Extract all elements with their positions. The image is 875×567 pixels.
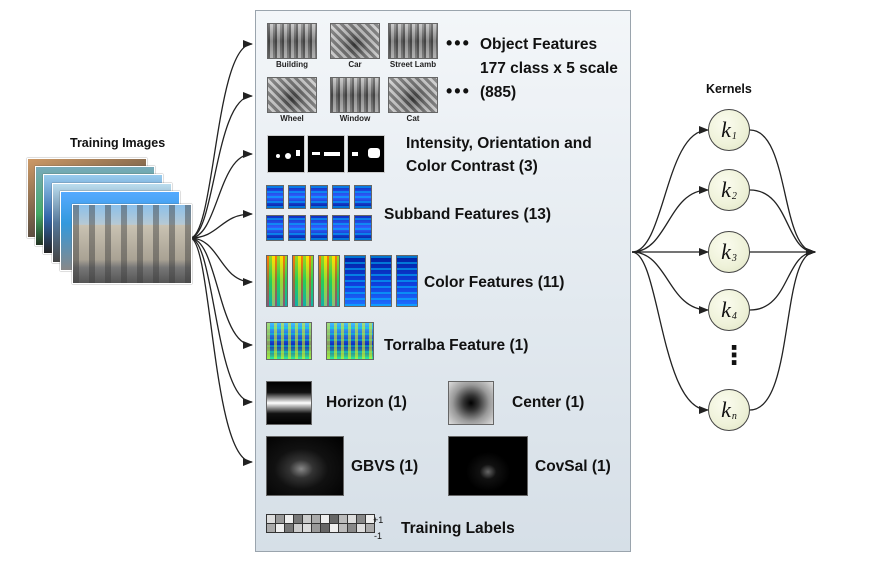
center-label: Center (1) — [512, 394, 585, 411]
subband-map — [266, 185, 284, 209]
kernel-symbol: k — [721, 397, 731, 422]
caption-window: Window — [339, 114, 371, 123]
subband-map — [266, 215, 284, 241]
subband-map — [354, 215, 372, 241]
arrow-torralba — [189, 237, 253, 349]
subband-map — [288, 215, 306, 241]
subband-map — [288, 185, 306, 209]
subband-label: Subband Features (13) — [384, 206, 552, 223]
color-feature-map — [266, 255, 288, 307]
color-feature-map — [396, 255, 418, 307]
feature-panel: Building Car Street Lamb ••• Wheel Windo… — [255, 10, 631, 552]
arrow-object-features-1 — [189, 40, 253, 239]
kernel-index: 4 — [731, 310, 737, 322]
training-image-building — [72, 204, 192, 284]
arrow-from-kn — [749, 248, 816, 411]
covsal-label: CovSal (1) — [535, 458, 611, 475]
color-feature-map — [318, 255, 340, 307]
covsal-map — [448, 436, 528, 496]
object-features-label-1: Object Features — [480, 36, 598, 53]
torralba-map-2 — [326, 322, 374, 360]
caption-wheel: Wheel — [280, 114, 304, 123]
kernel-index: 2 — [731, 190, 737, 202]
label-minus-one: -1 — [374, 531, 383, 541]
arrow-to-k2 — [631, 186, 709, 253]
intensity-map-1 — [267, 135, 305, 173]
arrow-horizon — [189, 237, 253, 406]
label-plus-one: +1 — [373, 515, 384, 525]
kernel-index: 3 — [731, 252, 737, 264]
intensity-label-2: Color Contrast (3) — [406, 158, 538, 175]
kernel-symbol: k — [721, 117, 731, 142]
subband-map — [354, 185, 372, 209]
training-labels-label: Training Labels — [401, 520, 515, 537]
training-images-title: Training Images — [70, 136, 166, 150]
kernel-index: 1 — [731, 130, 737, 142]
arrow-subband — [189, 210, 253, 239]
kernels-vertical-ellipsis: ⋮ — [721, 340, 747, 370]
arrow-to-kn — [631, 251, 709, 414]
subband-map — [332, 185, 350, 209]
arrow-to-k4 — [631, 251, 709, 314]
thumbnail-window — [330, 77, 380, 113]
caption-car: Car — [348, 60, 362, 69]
intensity-label-1: Intensity, Orientation and — [406, 135, 592, 152]
color-feature-map — [370, 255, 392, 307]
kernels-title: Kernels — [706, 82, 752, 96]
orientation-map — [307, 135, 345, 173]
arrow-object-features-2 — [189, 92, 253, 239]
kernel-symbol: k — [721, 297, 731, 322]
thumbnail-street-lamb — [388, 23, 438, 59]
horizon-label: Horizon (1) — [326, 394, 407, 411]
subband-map — [332, 215, 350, 241]
gbvs-label: GBVS (1) — [351, 458, 419, 475]
color-contrast-map — [347, 135, 385, 173]
kernel-symbol: k — [721, 177, 731, 202]
object-features-label-3: (885) — [480, 84, 517, 101]
torralba-label: Torralba Feature (1) — [384, 337, 529, 354]
arrow-from-k1 — [749, 129, 816, 256]
subband-map — [310, 215, 328, 241]
horizon-prior — [266, 381, 312, 425]
color-features-label: Color Features (11) — [424, 274, 565, 291]
arrow-gbvs — [189, 237, 253, 466]
center-prior — [448, 381, 494, 425]
caption-cat: Cat — [406, 114, 420, 123]
color-feature-map — [292, 255, 314, 307]
color-feature-map — [344, 255, 366, 307]
thumbnail-wheel — [267, 77, 317, 113]
training-labels-grid — [266, 514, 375, 533]
caption-building: Building — [276, 60, 308, 69]
ellipsis-row2: ••• — [446, 81, 471, 101]
subband-map — [310, 185, 328, 209]
arrow-to-k1 — [631, 126, 709, 253]
gbvs-map — [266, 436, 344, 496]
kernel-symbol: k — [721, 239, 731, 264]
thumbnail-building — [267, 23, 317, 59]
arrow-intensity — [189, 150, 253, 239]
thumbnail-cat — [388, 77, 438, 113]
thumbnail-car — [330, 23, 380, 59]
arrow-color — [189, 237, 253, 286]
arrow-from-k4 — [749, 248, 816, 311]
ellipsis-row1: ••• — [446, 33, 471, 53]
object-features-label-2: 177 class x 5 scale — [480, 60, 618, 77]
caption-street-lamb: Street Lamb — [389, 60, 437, 69]
kernel-index: n — [731, 410, 737, 422]
arrow-from-k2 — [749, 189, 816, 256]
torralba-map-1 — [266, 322, 312, 360]
